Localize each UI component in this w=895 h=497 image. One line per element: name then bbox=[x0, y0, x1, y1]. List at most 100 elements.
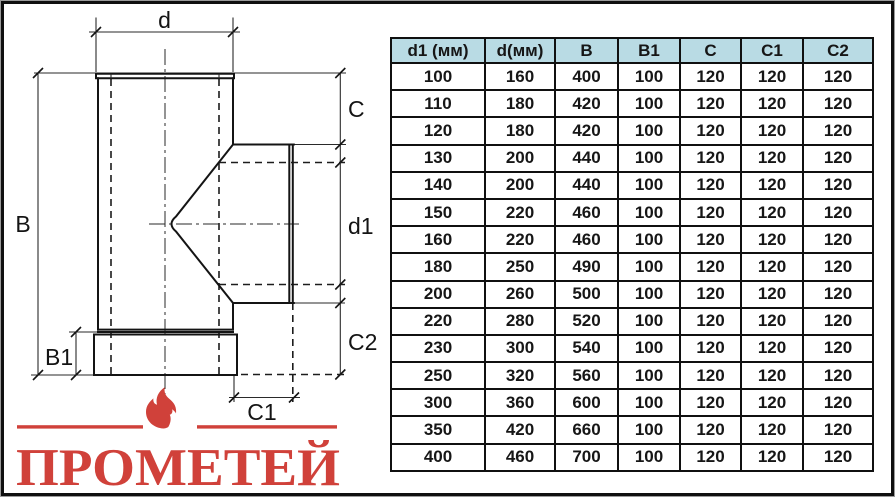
table-cell: 300 bbox=[390, 388, 486, 418]
table-cell: 320 bbox=[484, 361, 556, 391]
table-cell: 120 bbox=[802, 442, 874, 472]
table-cell: 160 bbox=[390, 225, 486, 255]
logo-text: ПРОМЕТЕЙ bbox=[16, 439, 340, 497]
table-cell: 460 bbox=[554, 225, 619, 255]
table-cell: 120 bbox=[802, 116, 874, 146]
table-cell: 100 bbox=[617, 252, 681, 282]
table-cell: 250 bbox=[390, 361, 486, 391]
table-cell: 220 bbox=[484, 197, 556, 228]
table-cell: 120 bbox=[740, 415, 804, 445]
table-cell: 120 bbox=[679, 116, 742, 146]
table-cell: 230 bbox=[390, 333, 486, 364]
table-cell: 220 bbox=[390, 306, 486, 336]
table-cell: 110 bbox=[390, 89, 486, 119]
table-cell: 180 bbox=[484, 89, 556, 119]
table-cell: 120 bbox=[802, 197, 874, 228]
table-cell: 120 bbox=[679, 361, 742, 391]
table-cell: 140 bbox=[390, 170, 486, 200]
table-cell: 120 bbox=[679, 252, 742, 282]
table-cell: 160 bbox=[484, 61, 556, 92]
center-lines bbox=[149, 49, 299, 398]
table-cell: 120 bbox=[740, 333, 804, 364]
table-cell: 120 bbox=[740, 143, 804, 173]
table-cell: 120 bbox=[740, 442, 804, 472]
table-cell: 100 bbox=[617, 388, 681, 418]
table-cell: 200 bbox=[484, 143, 556, 173]
table-cell: 100 bbox=[617, 279, 681, 309]
table-cell: 120 bbox=[740, 61, 804, 92]
hidden-lines bbox=[110, 79, 345, 402]
table-cell: 460 bbox=[484, 442, 556, 472]
dimension-lines bbox=[31, 17, 346, 402]
table-cell: 120 bbox=[679, 333, 742, 364]
dim-label-C: C bbox=[348, 96, 365, 122]
table-cell: 120 bbox=[802, 333, 874, 364]
table-cell: 120 bbox=[802, 225, 874, 255]
table-cell: 700 bbox=[554, 442, 619, 472]
dim-label-B1: B1 bbox=[45, 344, 73, 370]
table-cell: 280 bbox=[484, 306, 556, 336]
dim-label-d1: d1 bbox=[348, 213, 374, 239]
header-cell: C bbox=[679, 37, 742, 64]
table-cell: 260 bbox=[484, 279, 556, 309]
logo-rule-left bbox=[17, 425, 143, 429]
table-cell: 660 bbox=[554, 415, 619, 445]
table-cell: 120 bbox=[679, 442, 742, 472]
table-cell: 150 bbox=[390, 197, 486, 228]
table-cell: 120 bbox=[802, 306, 874, 336]
table-cell: 120 bbox=[802, 170, 874, 200]
table-cell: 100 bbox=[617, 225, 681, 255]
table-cell: 360 bbox=[484, 388, 556, 418]
table-cell: 120 bbox=[740, 252, 804, 282]
header-cell: d1 (мм) bbox=[390, 37, 486, 64]
table-cell: 200 bbox=[390, 279, 486, 309]
table-cell: 100 bbox=[617, 415, 681, 445]
table-cell: 100 bbox=[617, 170, 681, 200]
table-cell: 500 bbox=[554, 279, 619, 309]
header-cell: C2 bbox=[802, 37, 874, 64]
table-cell: 100 bbox=[617, 306, 681, 336]
dim-label-C2: C2 bbox=[348, 329, 377, 355]
table-cell: 100 bbox=[617, 89, 681, 119]
table-cell: 100 bbox=[617, 143, 681, 173]
tee-outline bbox=[93, 72, 295, 376]
table-cell: 300 bbox=[484, 333, 556, 364]
table-cell: 120 bbox=[740, 225, 804, 255]
table-cell: 120 bbox=[802, 61, 874, 92]
table-cell: 100 bbox=[617, 442, 681, 472]
table-cell: 120 bbox=[740, 306, 804, 336]
table-cell: 120 bbox=[679, 225, 742, 255]
dim-label-d: d bbox=[158, 7, 171, 33]
table-cell: 120 bbox=[390, 116, 486, 146]
table-cell: 120 bbox=[679, 89, 742, 119]
table-cell: 120 bbox=[740, 388, 804, 418]
table-cell: 250 bbox=[484, 252, 556, 282]
table-cell: 200 bbox=[484, 170, 556, 200]
table-cell: 440 bbox=[554, 143, 619, 173]
table-cell: 120 bbox=[802, 415, 874, 445]
table-cell: 440 bbox=[554, 170, 619, 200]
table-cell: 100 bbox=[617, 197, 681, 228]
table-cell: 120 bbox=[679, 279, 742, 309]
table-cell: 100 bbox=[617, 361, 681, 391]
table-cell: 420 bbox=[554, 89, 619, 119]
table-cell: 120 bbox=[679, 197, 742, 228]
table-cell: 130 bbox=[390, 143, 486, 173]
table-cell: 490 bbox=[554, 252, 619, 282]
table-cell: 600 bbox=[554, 388, 619, 418]
table-cell: 460 bbox=[554, 197, 619, 228]
dim-label-C1: C1 bbox=[247, 399, 276, 425]
table-cell: 100 bbox=[390, 61, 486, 92]
table-cell: 540 bbox=[554, 333, 619, 364]
